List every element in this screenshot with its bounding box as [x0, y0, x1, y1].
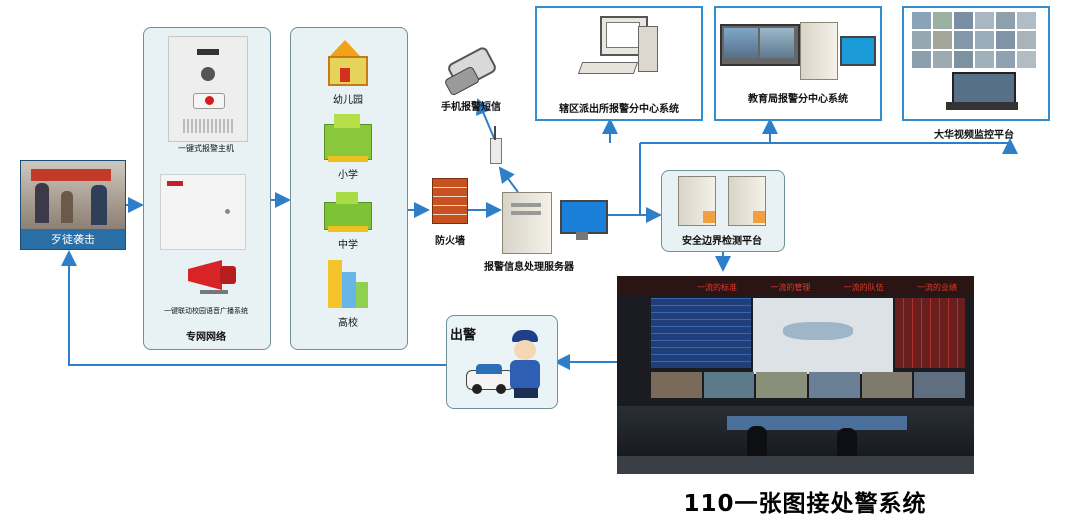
broadcast-label: 一键联动校园语音广播系统: [164, 307, 248, 315]
attack-caption: 歹徒袭击: [51, 233, 95, 246]
video-platform-label: 大华视频监控平台: [934, 130, 1014, 141]
control-room-photo: 一流的标准 一流的管理 一流的队伍 一流的业绩: [617, 276, 974, 474]
alarm-host-label: 一键式报警主机: [178, 144, 234, 153]
platform-monitor-icon: [946, 72, 1018, 112]
firewall-label: 防火墙: [435, 236, 465, 247]
mobile-phone-icon: [443, 45, 498, 97]
private-network-label: 专网网络: [186, 332, 226, 343]
bureau-server-icon: [800, 22, 838, 80]
workstation-icon: [577, 16, 660, 80]
security-server-icon-1: [678, 176, 716, 226]
education-bureau-label: 教育局报警分中心系统: [748, 94, 848, 105]
server-icon: [502, 192, 552, 254]
camera-grid: [912, 12, 1036, 68]
dispatch-label: 出警: [450, 328, 477, 343]
university-icon: [320, 258, 374, 312]
banner-text-2: 一流的管理: [770, 283, 811, 292]
attack-photo: 歹徒袭击: [20, 160, 126, 250]
police-station-label: 辖区派出所报警分中心系统: [559, 104, 679, 115]
alarm-host-image: [168, 36, 248, 142]
security-platform-label: 安全边界检测平台: [682, 236, 762, 247]
bureau-monitor-icon: [840, 36, 876, 66]
speaker-icon: [182, 252, 242, 302]
police-officer-icon: [504, 330, 546, 400]
middle-school-label: 中学: [338, 240, 358, 251]
server-label: 报警信息处理服务器: [484, 262, 574, 273]
monitor-icon: [560, 200, 608, 242]
video-wall-icon: [720, 24, 800, 66]
middle-school-icon: [320, 190, 374, 234]
primary-school-label: 小学: [338, 170, 358, 181]
banner-text-3: 一流的队伍: [843, 283, 884, 292]
security-server-icon-2: [728, 176, 766, 226]
kindergarten-icon: [320, 36, 372, 88]
kindergarten-label: 幼儿园: [333, 95, 363, 106]
university-label: 高校: [338, 318, 358, 329]
control-box-image: [160, 174, 246, 250]
primary-school-icon: [320, 110, 374, 164]
arrow-dispatch-to-photo: [61, 250, 446, 366]
firewall-icon: [432, 178, 468, 224]
antenna-icon: [486, 124, 504, 164]
system-title: 110一张图接处警系统: [683, 491, 927, 517]
banner-text-1: 一流的标准: [697, 283, 737, 292]
mobile-label: 手机报警短信: [441, 102, 501, 113]
banner-text-4: 一流的业绩: [916, 283, 957, 292]
arrow-server-to-antenna: [498, 166, 519, 193]
arrow-antenna-to-phone: [476, 98, 495, 139]
